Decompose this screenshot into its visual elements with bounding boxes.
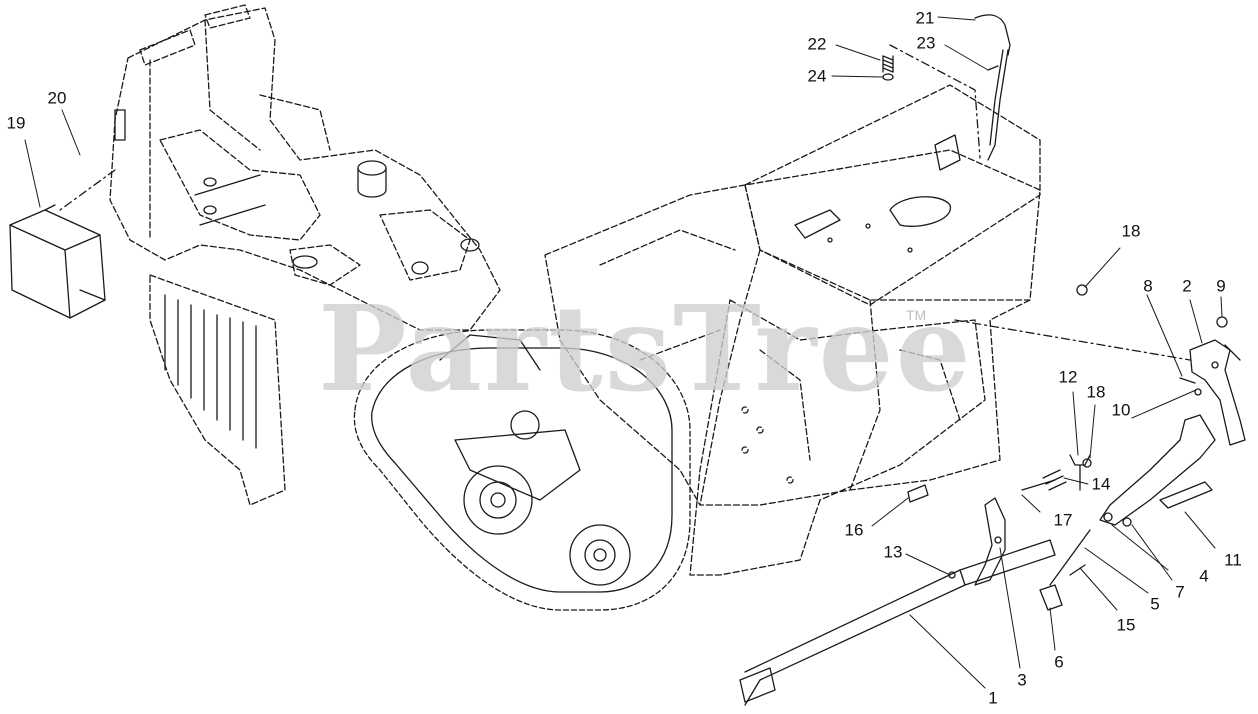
link-part-5 (1049, 529, 1091, 586)
bolt-part-15 (1069, 564, 1086, 576)
callout-23: 23 (916, 33, 936, 53)
callout-3: 3 (1017, 670, 1027, 690)
watermark-text: PartsTree (318, 279, 973, 418)
callout-14: 14 (1091, 474, 1111, 494)
nut-part-18a (1076, 284, 1088, 296)
callout-5: 5 (1150, 594, 1160, 614)
callout-1: 1 (988, 688, 998, 708)
leader-lines (24, 16, 1223, 689)
pedal-part-11 (1159, 481, 1213, 509)
callout-15: 15 (1116, 615, 1136, 635)
callout-18-lower: 18 (1086, 382, 1106, 402)
callout-9: 9 (1216, 276, 1226, 296)
pin-part-17 (1021, 479, 1056, 491)
washer-part-10 (1194, 388, 1202, 396)
callout-19: 19 (6, 113, 26, 133)
callout-18-top: 18 (1121, 221, 1141, 241)
callout-20: 20 (47, 88, 67, 108)
callout-6: 6 (1054, 652, 1064, 672)
linkage-part-4 (1099, 414, 1216, 526)
bracket-part-2 (1189, 339, 1246, 446)
callout-12: 12 (1058, 367, 1078, 387)
stop-part-16 (907, 484, 929, 503)
callout-10: 10 (1111, 400, 1131, 420)
callout-17: 17 (1053, 510, 1073, 530)
watermark-trademark: TM (906, 307, 927, 323)
lower-housing (689, 299, 986, 576)
housing-top (744, 84, 1041, 306)
callout-2: 2 (1182, 276, 1192, 296)
callout-11: 11 (1224, 550, 1242, 570)
washer-part-24 (882, 73, 894, 81)
callout-21: 21 (915, 8, 935, 28)
vent-plate (149, 274, 286, 506)
callout-8: 8 (1143, 276, 1153, 296)
nut-part-9 (1216, 316, 1228, 328)
nut-part-18b (1082, 458, 1092, 468)
callout-4: 4 (1199, 566, 1209, 586)
rod-end-part-6 (1039, 584, 1063, 611)
cover-part-19 (9, 204, 106, 319)
callout-16: 16 (844, 520, 864, 540)
pin-part-23 (987, 65, 999, 71)
bolt-part-12 (1069, 454, 1091, 491)
spring-part-22 (882, 55, 894, 73)
bracket-part-3 (974, 497, 1006, 586)
alignment-lines (59, 44, 1191, 361)
nut-part-7 (1122, 517, 1132, 527)
callout-7: 7 (1175, 582, 1185, 602)
track-assembly (353, 329, 691, 611)
frame-solid-details (114, 109, 480, 275)
callout-24: 24 (807, 66, 827, 86)
callout-22: 22 (807, 34, 827, 54)
callout-13: 13 (883, 542, 903, 562)
handle-part-1 (739, 539, 1056, 706)
frame-assembly (109, 4, 501, 331)
bolt-part-8 (1179, 377, 1196, 384)
rod-part-21 (974, 14, 1011, 161)
